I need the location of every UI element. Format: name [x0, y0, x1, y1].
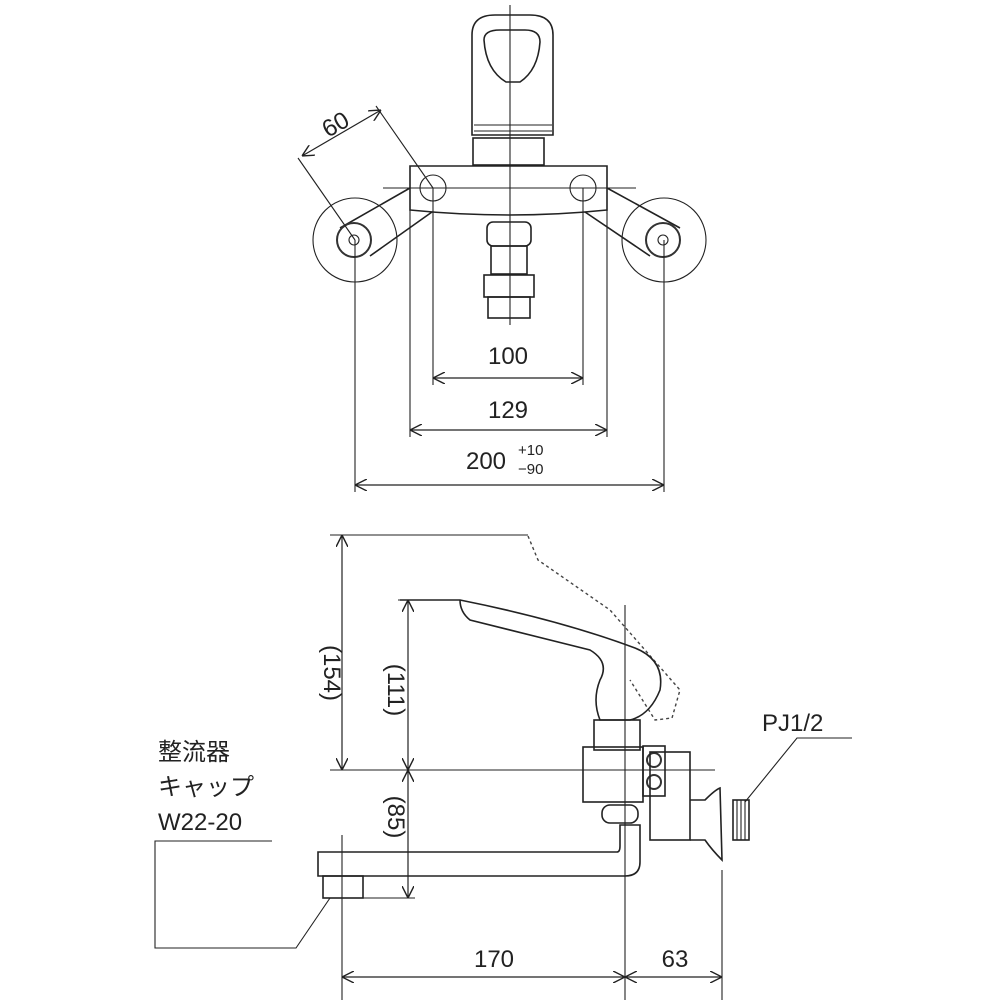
side-view: (154) (111) (85) 170 63 PJ1/2 整流器 キャップ W…: [154, 534, 852, 1000]
handle-loop: [483, 29, 541, 83]
tolerance-minus: −90: [518, 461, 543, 478]
dim-60-line: [302, 110, 381, 156]
dim-85-label: (85): [382, 796, 409, 839]
right-nut-center: [657, 234, 669, 246]
connector-body: [649, 751, 691, 841]
top-view: 60 100 129 200 +10 −90: [297, 5, 707, 492]
faucet-side-outline: [317, 535, 750, 899]
connection-label: PJ1/2: [762, 710, 823, 737]
dim-100-label: 100: [488, 343, 528, 370]
dim-200-label: 200: [466, 448, 506, 475]
aerator-label-line3: W22-20: [158, 809, 242, 836]
aerator: [322, 875, 364, 899]
side-cartridge: [642, 745, 666, 797]
mounting-plate: [409, 165, 608, 216]
left-nut: [336, 222, 372, 258]
connection-leader: [744, 737, 852, 803]
cartridge-upper: [646, 752, 662, 768]
raised-lever-outline: [527, 535, 681, 721]
wall-flange: [690, 786, 723, 862]
neck: [472, 137, 545, 166]
dim-111-label: (111): [382, 664, 409, 716]
left-nut-center: [348, 234, 360, 246]
dim-154-label: (154): [318, 645, 345, 701]
fitting-body: [490, 245, 528, 275]
fitting-nut: [486, 221, 532, 247]
dim-129-label: 129: [488, 397, 528, 424]
left-arm: [339, 187, 433, 257]
aerator-label-line1: 整流器: [158, 739, 230, 766]
handle-top: [471, 14, 554, 136]
valve-cap: [593, 719, 641, 751]
dim-60-label: 60: [318, 106, 355, 143]
fitting-hex: [483, 274, 535, 298]
aerator-leader: [154, 840, 331, 949]
lever-handle: [400, 599, 662, 721]
tolerance-plus: +10: [518, 442, 543, 459]
right-nut: [645, 222, 681, 258]
thread-lines: [736, 800, 746, 840]
dim-170-label: 170: [474, 946, 514, 973]
spout: [317, 824, 641, 877]
handle-ring: [474, 124, 552, 132]
dim-60-extension: [297, 105, 434, 241]
dim-63-label: 63: [662, 946, 689, 973]
cartridge-lower: [646, 774, 662, 790]
fitting-end: [487, 296, 531, 319]
swivel-nut: [601, 804, 639, 824]
aerator-label-line2: キャップ: [158, 774, 254, 801]
extension-lines: [354, 188, 665, 492]
valve-body: [582, 746, 644, 803]
right-arm: [584, 187, 681, 257]
